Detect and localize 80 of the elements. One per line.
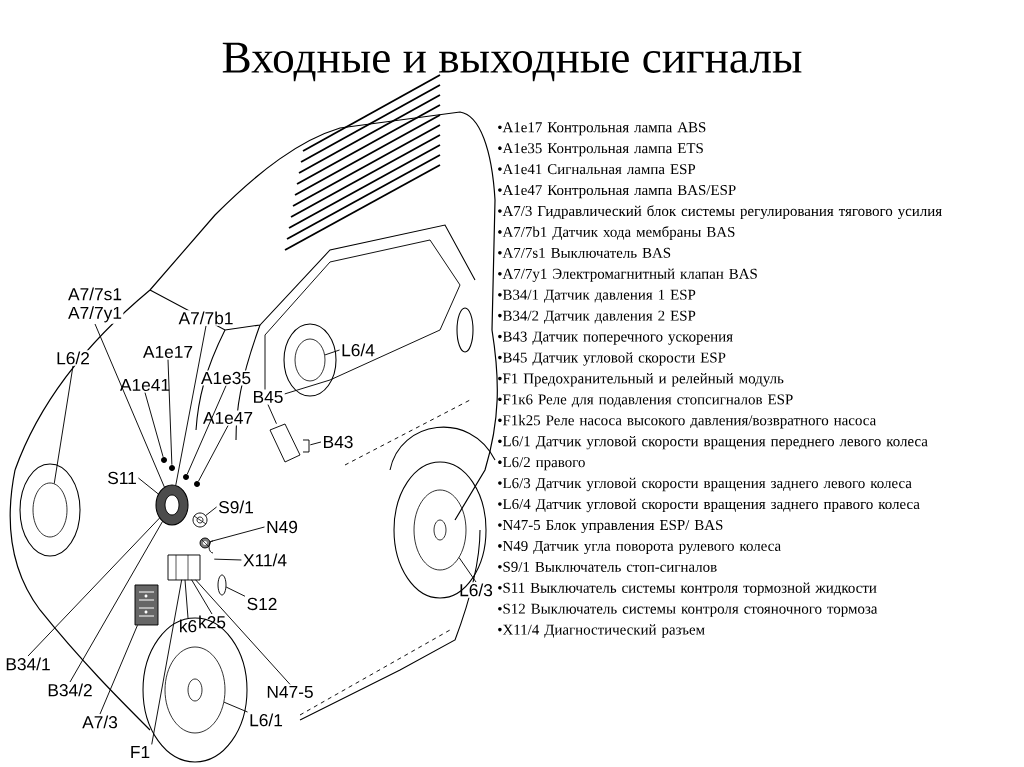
list-item: •F1k25 Реле насоса высокого давления/возвратного насоса	[498, 414, 876, 429]
callout-label: B43	[321, 434, 355, 450]
leader-line	[205, 506, 218, 516]
callout-label: N47-5	[265, 684, 315, 700]
callout-label: F1	[128, 744, 152, 760]
list-item: •B34/2 Датчик давления 2 ESP	[498, 310, 696, 324]
list-item: •A7/7b1 Датчик хода мембраны BAS	[498, 226, 735, 240]
callout-label: A1e35	[199, 370, 253, 386]
wheel-drawing	[283, 323, 337, 397]
leader-line	[27, 517, 161, 657]
leader-line	[175, 325, 207, 486]
list-item: •S12 Выключатель системы контроля стояночного тормоза	[498, 603, 878, 617]
list-item: •F1к6 Реле для подавления стопсигналов ESP	[498, 394, 793, 408]
leader-line	[167, 359, 173, 466]
title: Входные и выходные сигналы	[222, 42, 802, 82]
hydraulic-unit-drawing	[134, 584, 159, 626]
callout-label: A1e17	[141, 344, 195, 360]
wheel-drawing	[19, 463, 81, 557]
callout-label: B34/2	[46, 682, 94, 698]
leader-line	[144, 392, 164, 458]
list-item: •A1e41 Сигнальная лампа ESP	[498, 164, 696, 175]
list-item: •F1 Предохранительный и релейный модуль	[498, 373, 784, 387]
leader-line	[309, 441, 322, 446]
leader-line	[94, 323, 165, 488]
callout-label: L6/3	[457, 582, 495, 598]
callout-label: A1e41	[118, 377, 172, 393]
list-item: •A7/7y1 Электромагнитный клапан BAS	[498, 268, 757, 282]
leader-line	[151, 579, 183, 745]
list-item: •N49 Датчик угла поворота рулевого колеса	[498, 540, 781, 555]
leader-line	[198, 425, 229, 482]
list-item: •A1e35 Контрольная лампа ETS	[498, 143, 703, 157]
list-item: •A7/3 Гидравлический блок системы регулирования тягового усилия	[498, 205, 942, 220]
sensor-drawing	[199, 537, 211, 549]
callout-label: A1e47	[201, 410, 255, 426]
list-item: •B34/1 Датчик давления 1 ESP	[498, 289, 696, 303]
callout-label: X11/4	[241, 552, 289, 568]
callout-label: N49	[264, 519, 300, 535]
bracket-drawing	[302, 439, 310, 453]
list-item: •A7/7s1 Выключатель BAS	[498, 247, 671, 258]
list-item: •S9/1 Выключатель стоп-сигналов	[498, 561, 717, 572]
leader-line	[53, 365, 74, 485]
list-item: •L6/1 Датчик угловой скорости вращения переднего левого колеса	[498, 435, 928, 450]
list-item: •S11 Выключатель системы контроля тормозной жидкости	[498, 582, 877, 596]
leader-line	[209, 526, 265, 543]
leader-line	[223, 701, 248, 713]
leader-line	[191, 579, 213, 615]
callout-label: L6/4	[339, 342, 377, 358]
list-item: •B45 Датчик угловой скорости ESP	[498, 352, 726, 366]
brake-booster-drawing	[155, 484, 189, 526]
callout-label: B34/1	[4, 656, 52, 672]
leader-line	[99, 624, 138, 715]
callout-label: S12	[245, 596, 279, 612]
leader-line	[458, 557, 477, 583]
callout-label: A7/7s1 A7/7y1	[66, 286, 124, 324]
callout-label: B45	[251, 389, 285, 405]
relay-module-drawing	[167, 554, 201, 581]
switch-drawing	[192, 512, 208, 528]
leader-line	[186, 385, 227, 475]
list-item: •A1e17 Контрольная лампа ABS	[498, 122, 706, 136]
callout-label: S11	[105, 470, 139, 486]
switch-drawing	[217, 574, 227, 596]
leader-line	[225, 586, 246, 597]
callout-label: A7/7b1	[177, 310, 235, 326]
callout-label: L6/1	[247, 712, 285, 728]
list-item: •X11/4 Диагностический разъем	[498, 624, 705, 638]
leader-line	[69, 521, 163, 683]
leader-line	[137, 477, 159, 495]
connector-drawing	[208, 540, 214, 554]
list-item: •A1e47 Контрольная лампа BAS/ESP	[498, 185, 736, 199]
callout-label: S9/1	[216, 499, 256, 515]
sensor-drawing	[269, 423, 301, 463]
callout-label: L6/2	[54, 350, 92, 366]
leader-line	[324, 349, 340, 356]
callout-label: A7/3	[80, 714, 120, 730]
leader-line	[184, 579, 189, 619]
leader-line	[267, 404, 277, 425]
leader-line	[213, 558, 242, 561]
list-item: •B43 Датчик поперечного ускорения	[498, 331, 733, 345]
leader-line	[195, 579, 291, 685]
list-item: •L6/2 правого	[498, 457, 585, 471]
